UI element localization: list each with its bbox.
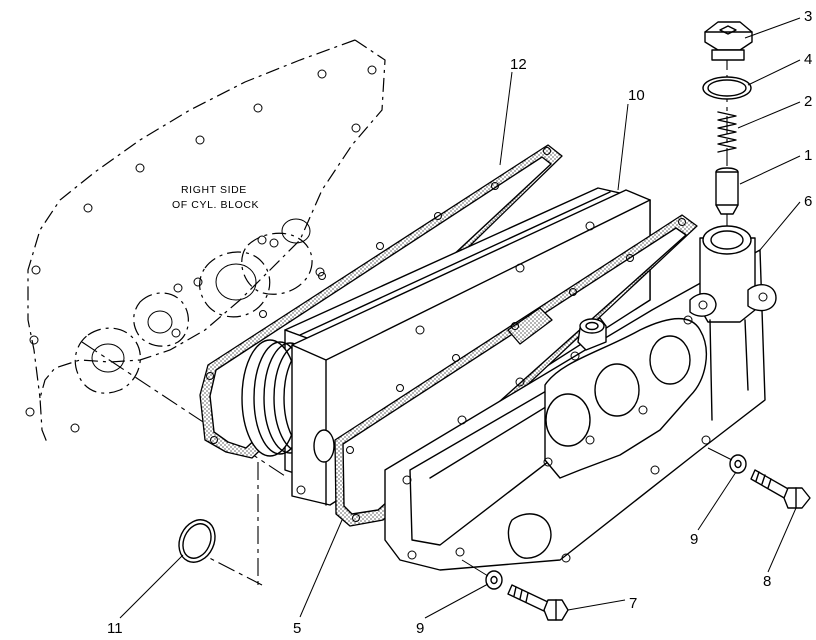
cylinder-block-outline [25,39,386,446]
bolt-8-axis [707,447,733,461]
callout-5: 5 [293,620,301,637]
callout-2: 2 [804,93,812,110]
callout-8: 8 [763,573,771,590]
callout-12: 12 [510,56,527,73]
washer-9-lower [485,570,503,590]
plug-3 [704,21,753,61]
block-caption: RIGHT SIDE OF CYL. BLOCK [172,184,259,211]
callout-4: 4 [804,51,812,68]
callout-1: 1 [804,147,812,164]
callout-labels: 3 4 2 1 6 10 12 11 5 9 7 9 8 [107,8,812,637]
callout-7: 7 [629,595,637,612]
callout-6: 6 [804,193,812,210]
oil-cooler-cover-6 [384,225,777,571]
callout-11: 11 [107,620,123,637]
spring-2 [717,111,737,153]
bolt-7 [507,584,569,621]
leader-lines [119,17,801,619]
callout-9-right: 9 [690,531,698,548]
valve-1 [715,167,739,215]
caption-line-2: OF CYL. BLOCK [172,199,259,211]
gasket-ring-4 [702,76,752,100]
bolt-7-axis [461,559,489,577]
callout-9-lower: 9 [416,620,424,637]
caption-line-1: RIGHT SIDE [181,184,247,196]
callout-3: 3 [804,8,812,25]
washer-9-right [729,454,747,474]
callout-10: 10 [628,87,645,104]
bolt-8 [750,469,811,509]
o-ring-11 [178,519,216,563]
